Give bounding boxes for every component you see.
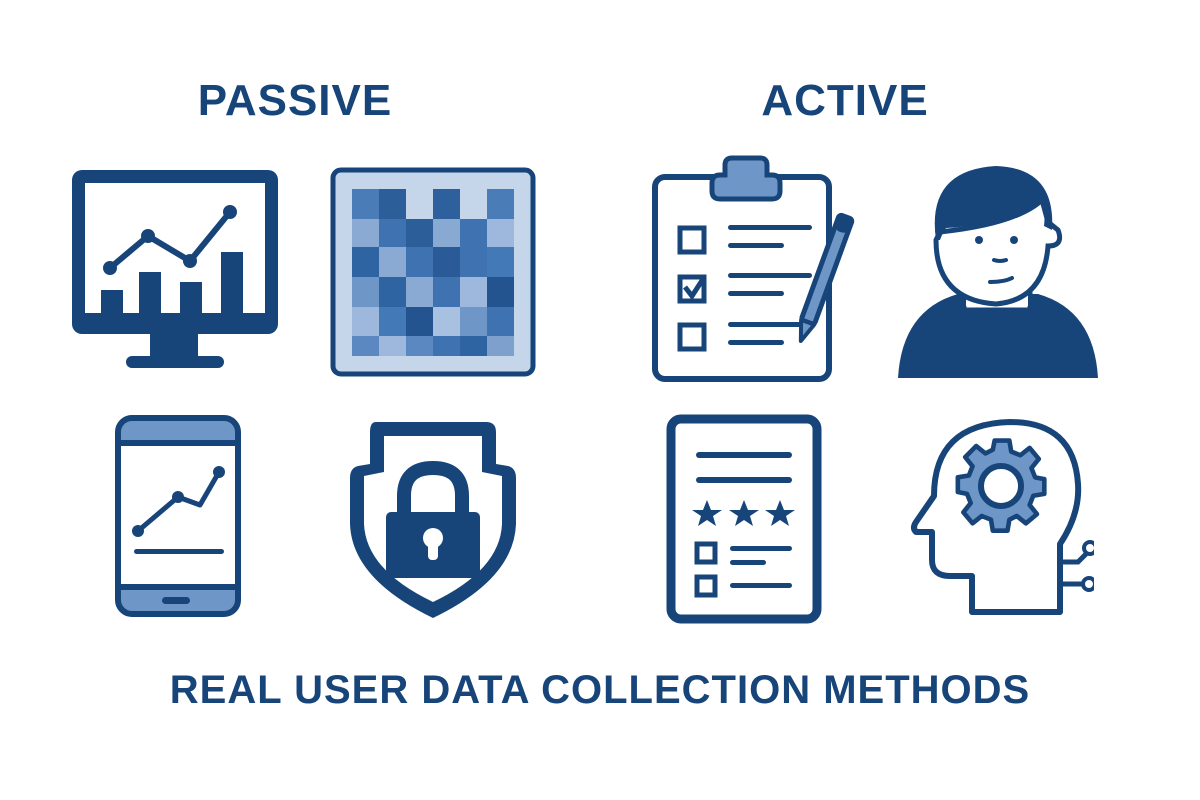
mobile-analytics-icon (114, 414, 242, 618)
cognitive-head-gear-icon (910, 414, 1094, 620)
rating-feedback-form-icon (666, 414, 822, 624)
privacy-shield-lock-icon (346, 414, 520, 622)
pixelated-heatmap-icon (330, 167, 536, 377)
survey-clipboard-icon (650, 155, 870, 385)
diagram-title: REAL USER DATA COLLECTION METHODS (169, 668, 1031, 712)
passive-heading: PASSIVE (197, 76, 393, 125)
monitor-analytics-icon (68, 166, 282, 372)
user-interview-person-icon (896, 160, 1100, 380)
active-heading: ACTIVE (761, 76, 929, 125)
